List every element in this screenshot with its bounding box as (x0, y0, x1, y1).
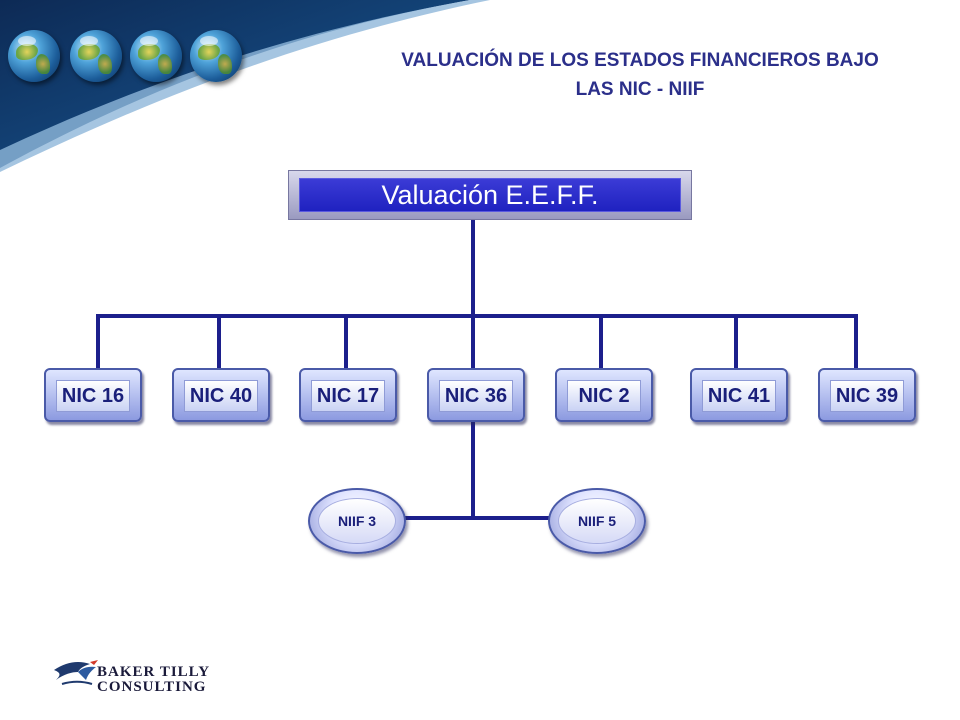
nic-node-label: NIC 41 (702, 380, 776, 412)
logo-line-1: BAKER TILLY (97, 664, 211, 680)
page-title: VALUACIÓN DE LOS ESTADOS FINANCIEROS BAJ… (340, 46, 940, 104)
niif-node: NIIF 5 (548, 488, 646, 554)
globe-icon (190, 30, 242, 82)
eagle-logo-icon (54, 660, 98, 685)
globe-icon (8, 30, 60, 82)
root-node-label: Valuación E.E.F.F. (299, 178, 681, 212)
root-node: Valuación E.E.F.F. (288, 170, 692, 220)
globe-icon (130, 30, 182, 82)
nic-node: NIC 40 (172, 368, 270, 422)
nic-node-label: NIC 2 (567, 380, 641, 412)
nic-node: NIC 2 (555, 368, 653, 422)
company-logo: BAKER TILLY CONSULTING (52, 654, 232, 698)
niif-node-label: NIIF 5 (558, 498, 636, 544)
niif-node-label: NIIF 3 (318, 498, 396, 544)
nic-node: NIC 41 (690, 368, 788, 422)
nic-node-label: NIC 40 (184, 380, 258, 412)
nic-node: NIC 36 (427, 368, 525, 422)
nic-node-label: NIC 17 (311, 380, 385, 412)
nic-node: NIC 39 (818, 368, 916, 422)
nic-node: NIC 17 (299, 368, 397, 422)
nic-node: NIC 16 (44, 368, 142, 422)
globe-icon (70, 30, 122, 82)
logo-line-2: CONSULTING (97, 679, 207, 695)
nic-node-label: NIC 36 (439, 380, 513, 412)
niif-node: NIIF 3 (308, 488, 406, 554)
nic-node-label: NIC 16 (56, 380, 130, 412)
title-line-2: LAS NIC - NIIF (575, 79, 705, 100)
title-line-1: VALUACIÓN DE LOS ESTADOS FINANCIEROS BAJ… (401, 50, 879, 71)
nic-node-label: NIC 39 (830, 380, 904, 412)
